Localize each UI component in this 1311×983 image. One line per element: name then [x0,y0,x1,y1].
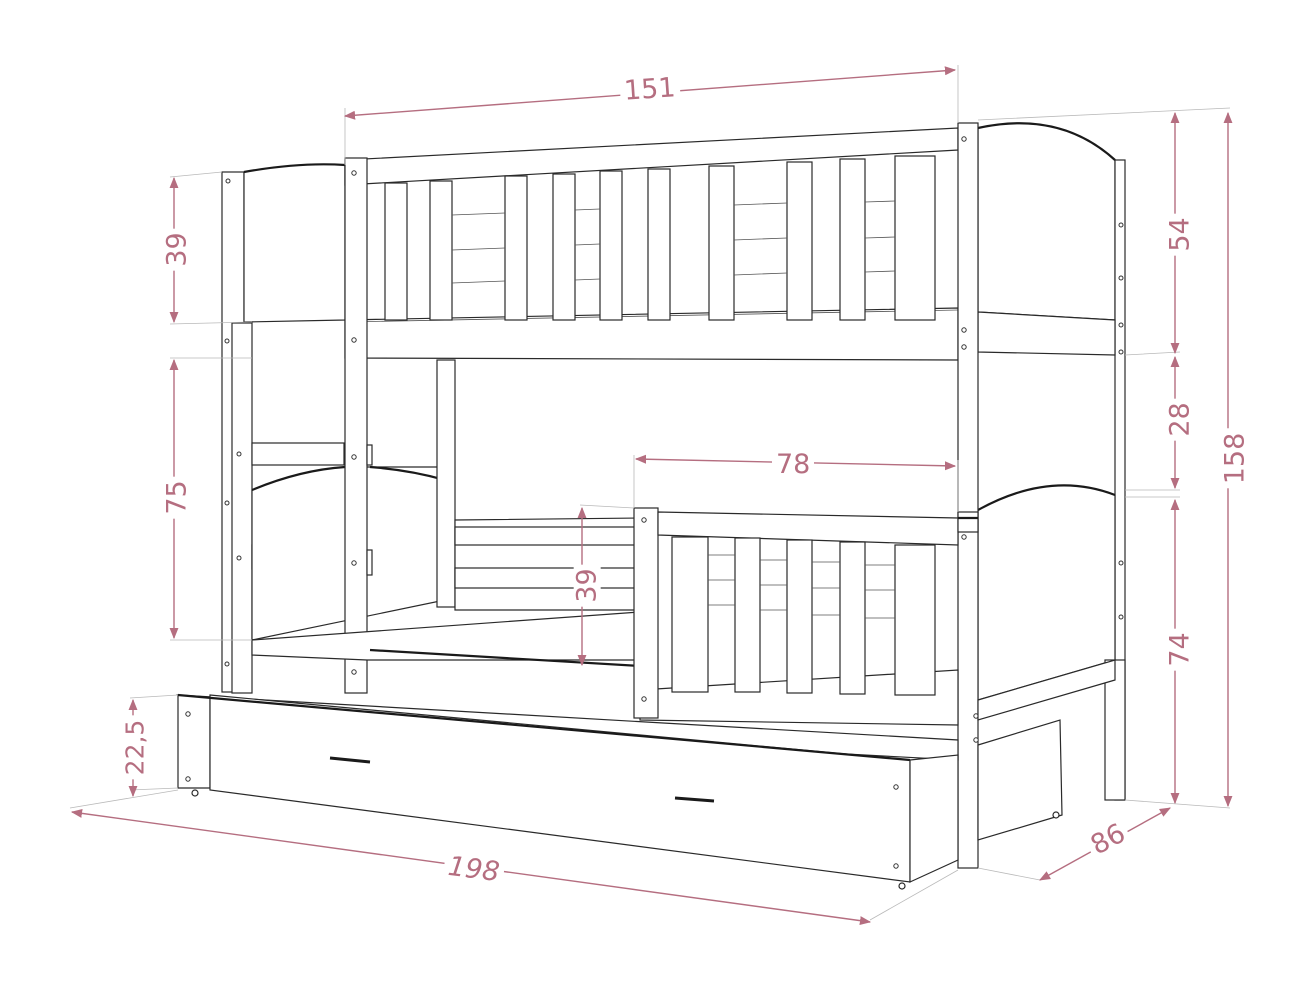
dim-label-22-5: 22,5 [120,715,149,780]
dim-label-39-top: 39 [162,228,193,271]
dim-label-74: 74 [1165,628,1196,671]
dim-label-39-lower: 39 [572,564,603,607]
dim-label-151: 151 [619,72,681,107]
upper-bunk [344,127,959,361]
posts [344,122,979,869]
dim-label-78: 78 [772,451,815,478]
lower-guard-slats [671,536,936,696]
upper-guard-slats [384,155,936,321]
dim-label-28: 28 [1165,398,1196,441]
lower-bunk [251,507,1116,726]
dim-label-75: 75 [162,476,193,519]
dim-label-198: 198 [442,851,505,888]
extension-lines [69,65,1231,921]
dim-label-54: 54 [1165,213,1196,256]
dim-label-158: 158 [1219,428,1250,489]
lower-right-headboard [977,484,1126,801]
